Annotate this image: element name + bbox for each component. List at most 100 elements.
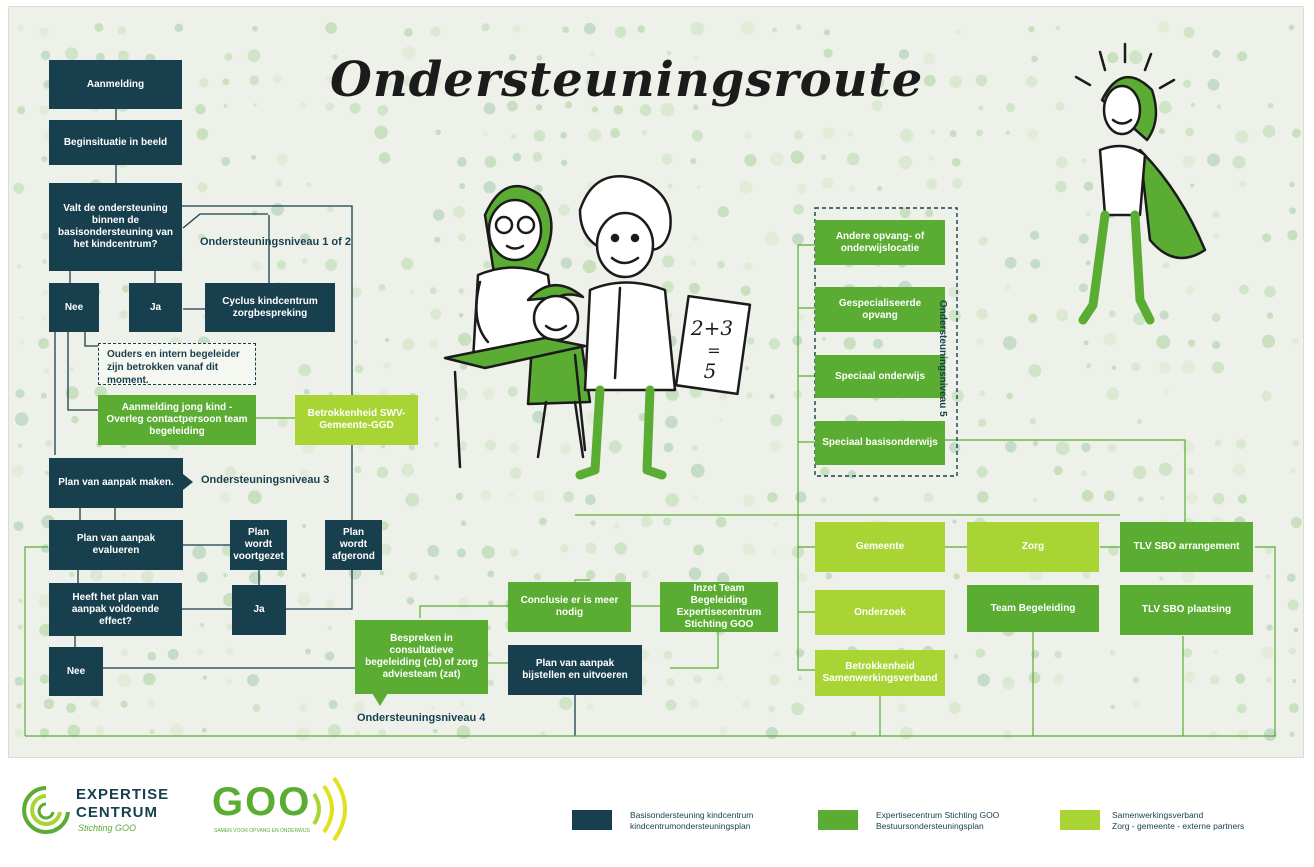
decor-dot (1261, 646, 1275, 660)
speech-pointer-dark (183, 474, 193, 490)
decor-dot (560, 159, 568, 166)
decor-dot (248, 571, 262, 584)
decor-dot (149, 728, 155, 735)
decor-dot (41, 316, 47, 321)
decor-dot (1158, 462, 1173, 476)
decor-dot (872, 338, 884, 349)
decor-dot (430, 26, 441, 37)
decor-dot (1029, 230, 1040, 240)
decor-dot (431, 706, 436, 711)
decor-dot (508, 492, 514, 498)
decor-dot (90, 698, 100, 708)
decor-dot (195, 104, 206, 115)
decor-dot (1185, 286, 1195, 295)
decor-dot (224, 52, 233, 61)
decor-dot (665, 699, 677, 711)
decor-dot (951, 389, 964, 403)
decor-dot (745, 392, 753, 399)
legend-basis-line1: Basisondersteuning kindcentrum (630, 810, 754, 820)
box-nee-1: Nee (49, 283, 99, 332)
decor-dot (871, 75, 885, 89)
decor-dot (846, 152, 860, 166)
decor-dot (610, 128, 621, 138)
decor-dot (277, 417, 288, 428)
decor-dot (1262, 124, 1276, 138)
decor-dot (13, 521, 24, 531)
decor-dot (117, 50, 130, 62)
decor-dot (769, 674, 780, 686)
decor-dot (1003, 730, 1012, 739)
decor-dot (740, 285, 751, 296)
decor-dot (507, 100, 518, 112)
decor-dot (797, 573, 808, 583)
decor-dot (1212, 340, 1221, 350)
decor-dot (1159, 576, 1164, 581)
decor-dot (119, 310, 128, 319)
decor-dot (17, 624, 23, 630)
decor-dot (744, 154, 757, 167)
decor-dot (608, 440, 622, 454)
decor-dot (147, 651, 157, 661)
decor-dot (790, 150, 804, 164)
decor-dot (925, 178, 938, 190)
family-illustration (443, 175, 752, 480)
decor-dot (976, 338, 984, 346)
decor-dot (1005, 130, 1011, 135)
decor-dot (196, 128, 209, 140)
decor-dot (354, 466, 362, 474)
decor-dot (1186, 492, 1198, 504)
decor-dot (219, 492, 231, 503)
decor-dot (1266, 624, 1273, 631)
decor-dot (1132, 701, 1140, 708)
decor-dot (512, 152, 522, 162)
decor-dot (690, 157, 697, 165)
decor-dot (43, 698, 55, 710)
decor-dot (977, 491, 989, 503)
decor-dot (378, 152, 391, 164)
decor-dot (376, 466, 389, 479)
page-title: Ondersteuningsroute (330, 52, 924, 108)
decor-dot (381, 78, 393, 90)
decor-dot (301, 572, 306, 578)
decor-dot (1028, 25, 1035, 33)
decor-dot (660, 102, 675, 117)
decor-dot (949, 442, 961, 453)
box-speciaal-onderwijs: Speciaal onderwijs (815, 355, 945, 398)
decor-dot (481, 23, 490, 32)
decor-dot (820, 466, 830, 477)
decor-dot (325, 259, 338, 271)
decor-dot (560, 132, 567, 139)
decor-dot (41, 232, 50, 241)
decor-dot (773, 651, 780, 658)
decor-dot (948, 286, 960, 298)
decor-dot (955, 29, 961, 35)
decor-dot (120, 700, 128, 708)
decor-dot (666, 677, 675, 687)
decor-dot (977, 418, 987, 428)
box-onderzoek: Onderzoek (815, 590, 945, 635)
decor-dot (665, 415, 678, 429)
logo-expertise-centrum: EXPERTISE CENTRUM Stichting GOO (18, 780, 198, 840)
decor-dot (717, 260, 725, 269)
decor-dot (251, 261, 262, 271)
decor-dot (435, 129, 441, 136)
decor-dot (1103, 332, 1117, 346)
legend-expertise-line2: Bestuursondersteuningsplan (876, 820, 984, 831)
decor-dot (743, 543, 756, 556)
decor-dot (716, 572, 730, 585)
decor-dot (765, 726, 778, 740)
decor-dot (374, 125, 388, 140)
decor-dot (17, 24, 24, 31)
decor-dot (1181, 570, 1195, 584)
decor-dot (1055, 25, 1060, 30)
decor-dot (1266, 676, 1272, 683)
decor-dot (1190, 183, 1195, 188)
decor-dot (1266, 312, 1274, 319)
decor-dot (691, 444, 699, 452)
decor-dot (613, 105, 624, 115)
decor-dot (1107, 443, 1117, 453)
decor-dot (167, 648, 179, 660)
decor-dot (276, 260, 287, 270)
decor-dot (792, 335, 803, 346)
decor-dot (324, 651, 335, 661)
